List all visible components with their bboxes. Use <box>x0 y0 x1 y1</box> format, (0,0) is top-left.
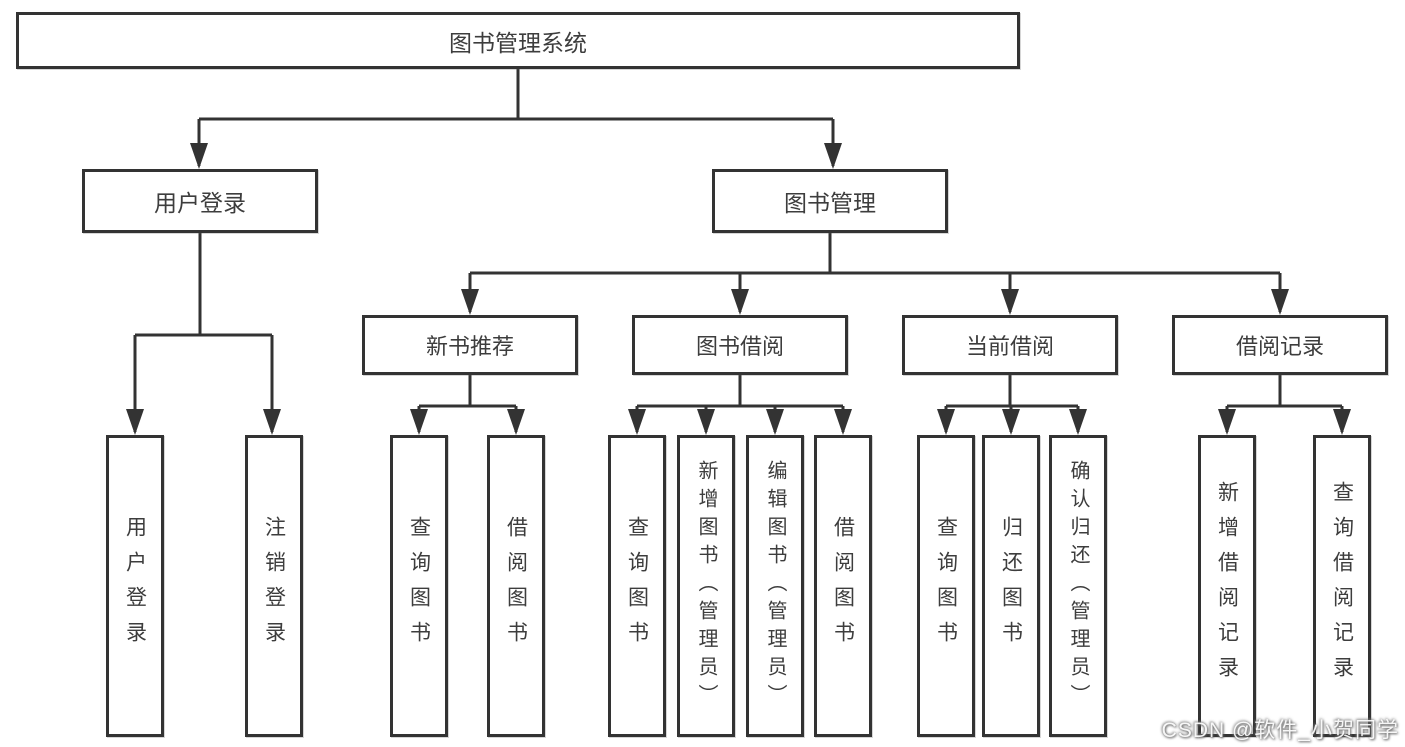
leaf-label-query-books-recommend: 查询图书 <box>407 516 431 656</box>
leaf-label-confirm-return-admin: 确认归还（管理员） <box>1067 460 1089 712</box>
leaf-label-add-books-admin: 新增图书（管理员） <box>695 460 717 712</box>
leaf-query-books-borrowing: 查询图书 <box>608 435 666 737</box>
leaf-logout: 注销登录 <box>245 435 303 737</box>
node-label-current-borrowing: 当前借阅 <box>965 334 1054 359</box>
leaf-query-books-current: 查询图书 <box>917 435 975 737</box>
connector-root-elbow <box>199 69 833 121</box>
leaf-query-borrow-record: 查询借阅记录 <box>1313 435 1371 737</box>
leaf-edit-books-admin: 编辑图书（管理员） <box>746 435 804 737</box>
leaf-add-borrow-record: 新增借阅记录 <box>1198 435 1256 737</box>
leaf-label-user-login: 用户登录 <box>123 516 147 656</box>
node-label-new-book-recommend: 新书推荐 <box>425 334 514 359</box>
connector-book-mgmt-elbow <box>470 233 1280 275</box>
leaf-borrow-books: 借阅图书 <box>814 435 872 737</box>
leaf-label-query-borrow-record: 查询借阅记录 <box>1330 481 1354 691</box>
connector-user-login-elbow <box>135 233 272 337</box>
node-system-root: 图书管理系统 <box>16 12 1020 69</box>
leaf-user-login: 用户登录 <box>106 435 164 737</box>
leaf-label-borrow-books: 借阅图书 <box>831 516 855 656</box>
leaf-label-borrow-books-recommend: 借阅图书 <box>504 516 528 656</box>
connector-new-book-rec-elbow <box>419 375 516 408</box>
csdn-watermark: CSDN @软件_小贺同学 <box>1161 719 1399 742</box>
node-book-management: 图书管理 <box>712 169 948 233</box>
node-book-borrowing: 图书借阅 <box>632 315 848 375</box>
leaf-label-edit-books-admin: 编辑图书（管理员） <box>764 460 786 712</box>
node-label-borrowing-records: 借阅记录 <box>1235 334 1324 359</box>
leaf-query-books-recommend: 查询图书 <box>390 435 448 737</box>
leaf-add-books-admin: 新增图书（管理员） <box>677 435 735 737</box>
node-user-login: 用户登录 <box>82 169 318 233</box>
node-current-borrowing: 当前借阅 <box>902 315 1118 375</box>
leaf-confirm-return-admin: 确认归还（管理员） <box>1049 435 1107 737</box>
leaf-label-query-books-current: 查询图书 <box>934 516 958 656</box>
node-new-book-recommend: 新书推荐 <box>362 315 578 375</box>
node-label-book-borrowing: 图书借阅 <box>695 334 784 359</box>
leaf-return-books: 归还图书 <box>982 435 1040 737</box>
node-borrowing-records: 借阅记录 <box>1172 315 1388 375</box>
leaf-label-add-borrow-record: 新增借阅记录 <box>1215 481 1239 691</box>
leaf-label-logout: 注销登录 <box>262 516 286 656</box>
node-label-book-management: 图书管理 <box>784 190 876 216</box>
node-label-system-root: 图书管理系统 <box>449 29 587 56</box>
leaf-borrow-books-recommend: 借阅图书 <box>487 435 545 737</box>
leaf-label-query-books-borrowing: 查询图书 <box>625 516 649 656</box>
connector-cur-borrow-elbow <box>946 375 1078 408</box>
node-label-user-login: 用户登录 <box>154 190 246 216</box>
connector-book-borrow-elbow <box>637 375 843 408</box>
connector-borrow-rec-elbow <box>1227 375 1342 408</box>
leaf-label-return-books: 归还图书 <box>999 516 1023 656</box>
